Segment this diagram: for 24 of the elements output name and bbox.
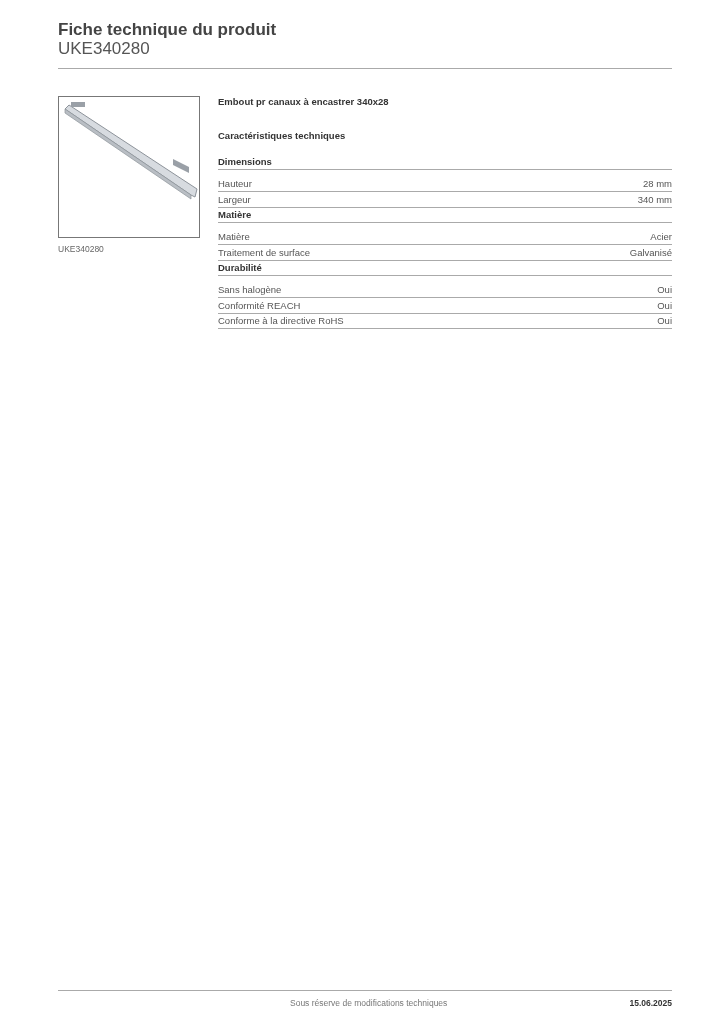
image-caption: UKE340280 — [58, 244, 104, 254]
spec-value: Oui — [657, 299, 672, 311]
spec-value: Oui — [657, 315, 672, 326]
group-heading: Durabilité — [218, 262, 262, 273]
spec-label: Largeur — [218, 193, 251, 205]
spec-label: Conformité REACH — [218, 299, 301, 311]
group-heading: Dimensions — [218, 156, 272, 167]
page-title: Fiche technique du produit — [58, 20, 277, 40]
spec-value: Galvanisé — [629, 246, 672, 258]
spec-label: Hauteur — [218, 178, 252, 189]
product-name: Embout pr canaux à encastrer 340x28 — [218, 96, 389, 107]
spec-label: Traitement de surface — [218, 246, 311, 258]
spec-value: Oui — [657, 284, 672, 295]
spec-value: 28 mm — [642, 178, 672, 189]
spec-value: Acier — [650, 231, 672, 242]
spec-label: Matière — [218, 231, 250, 242]
spec-value: 340 mm — [637, 193, 672, 205]
section-heading: Caractéristiques techniques — [218, 130, 346, 141]
product-code: UKE340280 — [58, 39, 150, 59]
spec-label: Conforme à la directive RoHS — [218, 315, 344, 326]
footer-note: Sous réserve de modifications techniques — [290, 998, 448, 1008]
footer-date: 15.06.2025 — [629, 998, 672, 1008]
spec-label: Sans halogène — [218, 284, 282, 295]
group-heading: Matière — [218, 209, 252, 220]
